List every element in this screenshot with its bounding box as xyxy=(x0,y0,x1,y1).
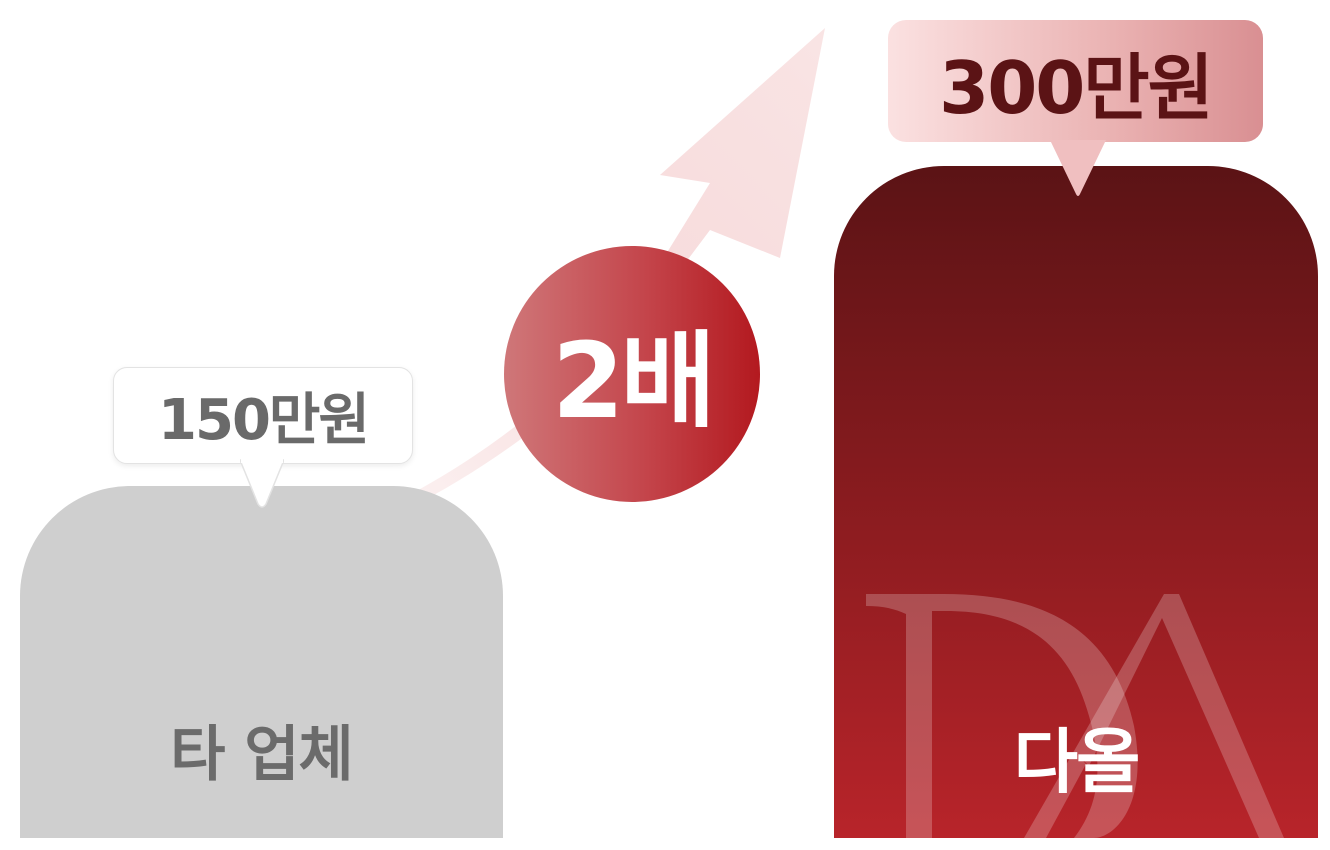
bar-brand: 다올 xyxy=(834,166,1318,838)
growth-arrow xyxy=(300,28,825,553)
bar-competitor: 타 업체 xyxy=(20,486,503,838)
callout-pointer xyxy=(1050,140,1106,196)
value-label-brand: 300만원 xyxy=(888,20,1263,142)
ratio-badge-label: 2배 xyxy=(551,319,716,442)
ratio-badge: 2배 xyxy=(504,246,760,502)
callout-pointer xyxy=(240,458,284,508)
bar-brand-label: 다올 xyxy=(1013,721,1141,803)
value-label-competitor: 150만원 xyxy=(113,367,413,464)
brand-logo-watermark xyxy=(866,594,1284,838)
bar-competitor-label: 타 업체 xyxy=(170,720,354,790)
